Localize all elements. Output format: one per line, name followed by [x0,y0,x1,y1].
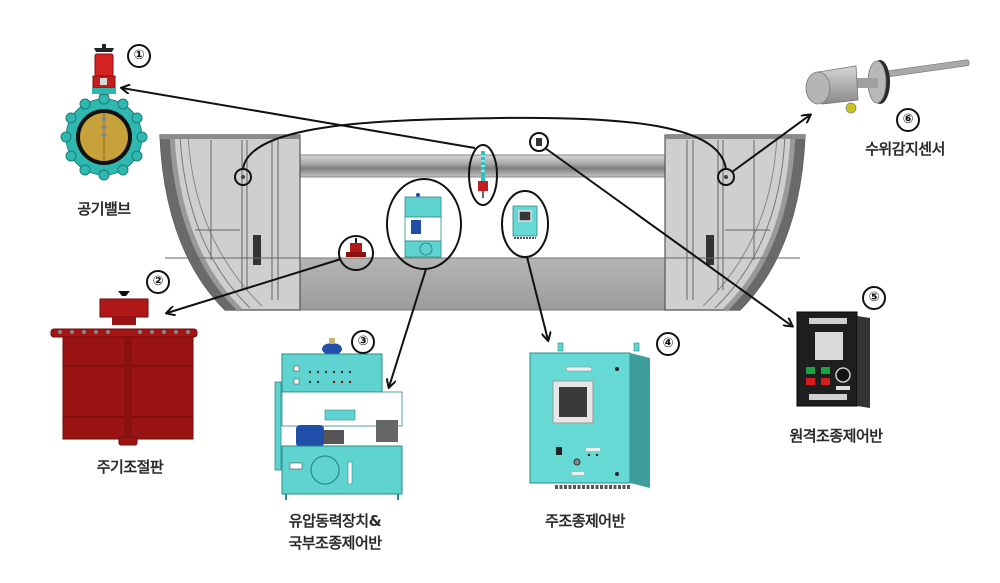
hull [159,134,806,312]
badge-number-1: ① [127,44,151,68]
label-hpu-line1: 유압동력장치& [288,512,382,530]
connector-air-valve [122,88,476,149]
connector-main-panel [526,256,548,340]
hpu-illustration [274,338,403,500]
badge-number-5: ⑤ [862,286,886,310]
mini-main-panel-icon [512,205,538,239]
label-trim-plate: 주기조절판 [96,458,164,476]
marker-remote-panel [529,132,549,152]
trim-plate-illustration [50,291,198,446]
label-level-sensor: 수위감지센서 [865,140,945,158]
connector-sensor-arc [242,116,727,170]
label-hpu-line2: 국부조종제어반 [288,534,382,552]
marker-air-valve [468,144,498,206]
connector-sensor [731,115,810,173]
hull-floor [299,257,666,311]
remote-panel-illustration [796,311,870,408]
badge-number-3: ③ [351,330,375,354]
connector-trim-plate [167,258,342,313]
label-air-valve: 공기밸브 [77,200,131,218]
connector-lines [122,88,810,387]
marker-main-panel [501,190,549,258]
connector-hpu [389,268,427,387]
mini-air-valve-icon [478,151,488,198]
label-main-panel: 주조종제어반 [545,512,625,530]
label-remote-panel: 원격조종제어반 [789,427,883,445]
main-panel-illustration [529,342,650,489]
air-valve-illustration [60,44,148,181]
marker-hpu [386,178,462,270]
mini-hpu-icon [404,193,442,258]
connector-remote-panel [544,147,792,326]
marker-trim-plate [338,235,374,271]
hull-markers [234,132,735,271]
badge-number-4: ④ [656,332,680,356]
hull-left-section [159,134,301,312]
badge-number-2: ② [146,270,170,294]
level-sensor-illustration [805,59,970,114]
mini-trim-plate-icon [346,238,366,257]
badge-number-6: ⑥ [896,108,920,132]
hull-right-section [664,134,806,312]
